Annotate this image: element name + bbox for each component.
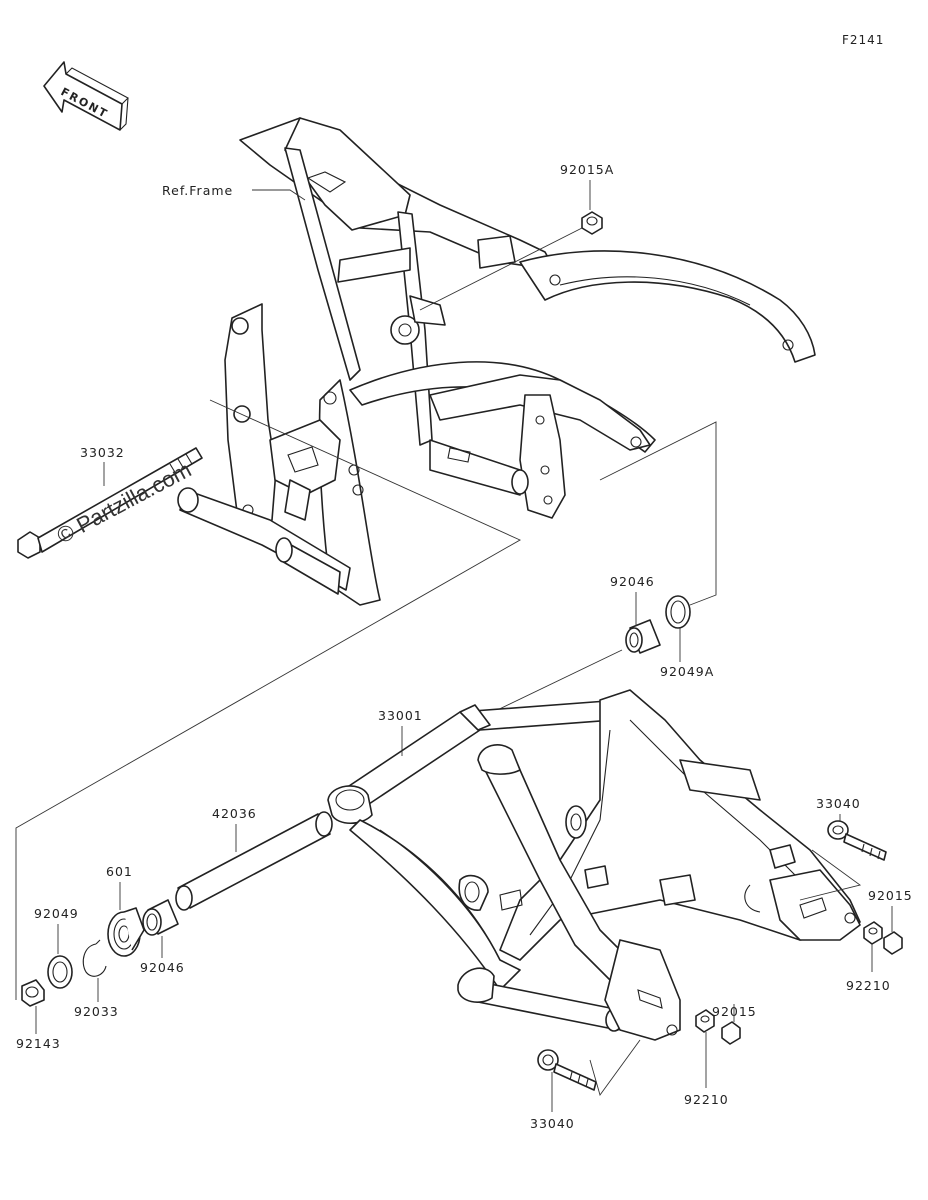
ref-frame-label: Ref.Frame — [162, 183, 233, 198]
nut-92210-lower-icon — [695, 1009, 715, 1033]
diagram-code: F2141 — [842, 33, 884, 47]
part-label-92210-lower: 92210 — [684, 1092, 729, 1107]
part-label-33040-lower: 33040 — [530, 1116, 575, 1131]
part-label-92046-lower: 92046 — [140, 960, 185, 975]
part-label-92046-upper: 92046 — [610, 574, 655, 589]
nut-92015a-icon — [581, 211, 603, 235]
part-label-33032: 33032 — [80, 445, 125, 460]
seal-92049-icon — [47, 955, 73, 989]
nut-92015-right-icon — [883, 931, 903, 955]
nut-92015-lower-icon — [721, 1021, 741, 1045]
seal-92049a-icon — [665, 595, 691, 629]
front-arrow-icon: FRONT — [43, 61, 129, 131]
circlip-92033-icon — [82, 939, 107, 977]
part-label-601: 601 — [106, 864, 133, 879]
pivot-bolt-33032-icon — [17, 447, 203, 559]
collar-92143-icon — [21, 979, 45, 1007]
swingarm-33001-drawing — [327, 689, 861, 1041]
part-label-92049: 92049 — [34, 906, 79, 921]
frame-drawing — [177, 117, 816, 606]
collar-42036-icon — [175, 811, 333, 911]
part-label-92049a: 92049A — [660, 664, 714, 679]
watermark-text: © Partzilla.com — [53, 457, 196, 549]
part-label-42036: 42036 — [212, 806, 257, 821]
part-label-92210-right: 92210 — [846, 978, 891, 993]
nut-92210-right-icon — [863, 921, 883, 945]
part-label-92015-right: 92015 — [868, 888, 913, 903]
part-label-33040-right: 33040 — [816, 796, 861, 811]
part-label-92015a: 92015A — [560, 162, 614, 177]
needle-bearing-92046-upper-icon — [625, 619, 661, 654]
part-label-92143: 92143 — [16, 1036, 61, 1051]
needle-bearing-92046-lower-icon — [142, 899, 179, 936]
part-label-33001: 33001 — [378, 708, 423, 723]
part-label-92033: 92033 — [74, 1004, 119, 1019]
ball-bearing-601-icon — [107, 907, 145, 957]
chain-adjuster-33040-lower-icon — [537, 1049, 597, 1091]
chain-adjuster-33040-right-icon — [827, 820, 887, 861]
